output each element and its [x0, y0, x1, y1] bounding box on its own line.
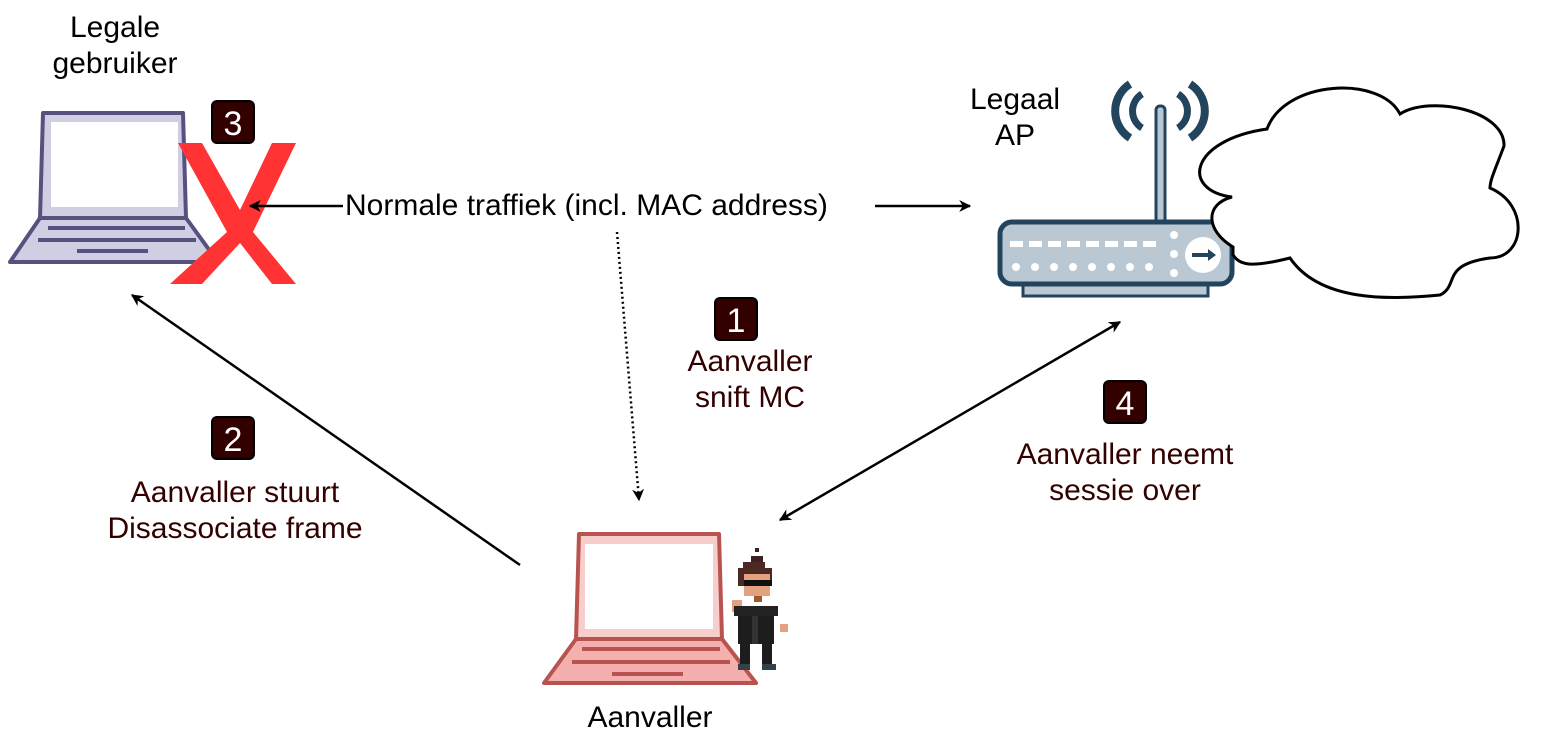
step-3-badge: 3 — [211, 100, 255, 144]
disassociate-edge[interactable] — [131, 293, 521, 567]
attacker-label: Aanvaller — [587, 701, 713, 734]
access-point-router-icon[interactable] — [997, 80, 1235, 298]
normal-traffic-label: Normale traffiek (incl. MAC address) — [343, 188, 830, 224]
legit-ap-label: Legaal AP — [969, 83, 1061, 152]
step-2-text: Aanvaller stuurt Disassociate frame — [107, 476, 363, 545]
step-4-text: Aanvaller neemt sessie over — [1016, 438, 1234, 507]
attacker-laptop-icon[interactable] — [542, 532, 758, 685]
disconnected-cross-icon — [170, 143, 296, 284]
step-1-badge: 1 — [714, 297, 758, 341]
sniff-edge[interactable] — [615, 231, 645, 502]
internet-cloud-icon[interactable] — [1198, 86, 1520, 300]
step-4-badge: 4 — [1103, 380, 1147, 424]
step-2-badge: 2 — [211, 416, 255, 460]
step-1-text: Aanvaller snift MC — [687, 345, 813, 414]
legit-user-label: Legale gebruiker — [52, 11, 178, 80]
session-hijack-edge[interactable] — [778, 320, 1122, 522]
hacker-figure-icon — [732, 548, 788, 670]
legit-user-laptop-icon[interactable] — [8, 111, 220, 264]
